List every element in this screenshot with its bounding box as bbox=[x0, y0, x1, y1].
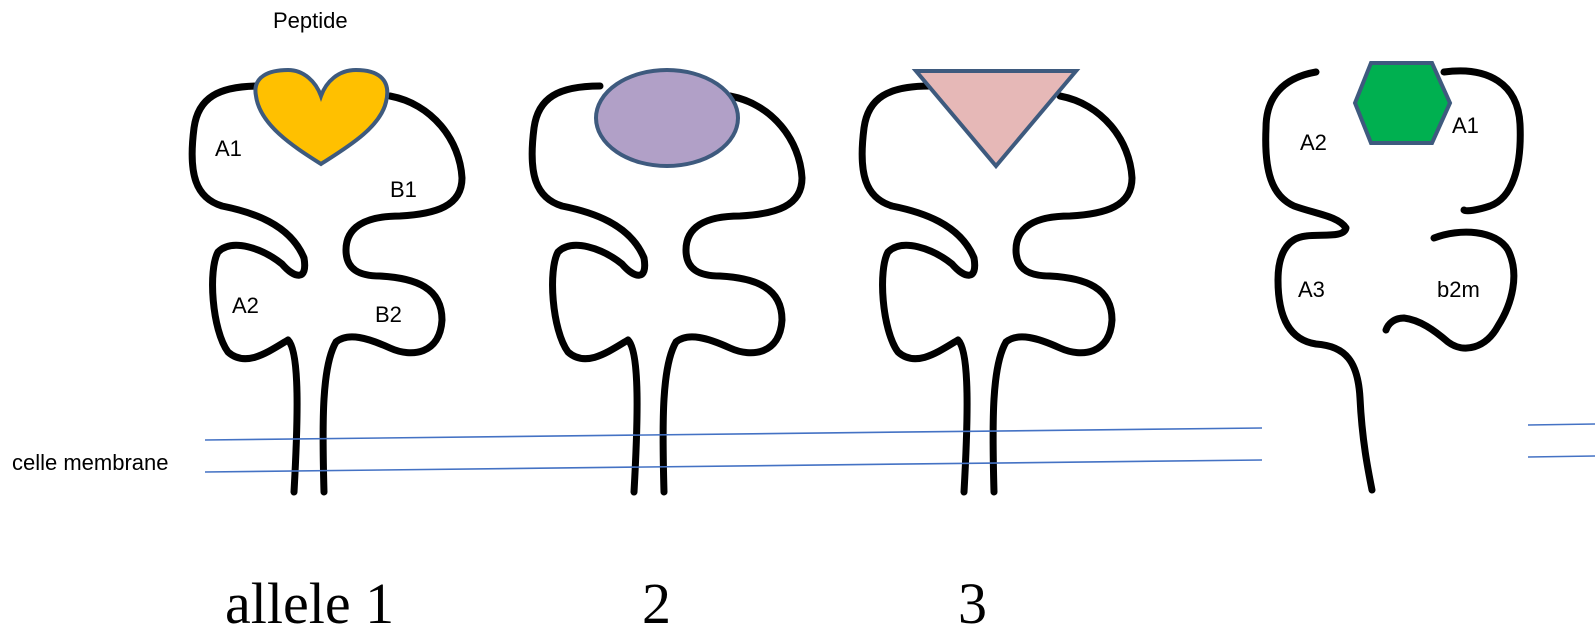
class-one-label-a2: A2 bbox=[1300, 130, 1327, 155]
cell-membrane bbox=[205, 424, 1595, 472]
heart-peptide-icon bbox=[255, 70, 387, 164]
domain-label-a2: A2 bbox=[232, 293, 259, 318]
membrane-bottom-line-right bbox=[1528, 456, 1595, 457]
membrane-label: celle membrane bbox=[12, 450, 169, 475]
caption-allele-1: allele 1 bbox=[225, 571, 394, 636]
caption-allele-2: 2 bbox=[642, 571, 671, 636]
domain-label-b2: B2 bbox=[375, 302, 402, 327]
class-one-label-a1: A1 bbox=[1452, 113, 1479, 138]
membrane-bottom-line bbox=[205, 460, 1262, 472]
domain-label-b1: B1 bbox=[390, 177, 417, 202]
ellipse-peptide-icon bbox=[596, 70, 738, 166]
peptide-label: Peptide bbox=[273, 8, 348, 33]
class-one-label-b2m: b2m bbox=[1437, 277, 1480, 302]
domain-label-a1: A1 bbox=[215, 136, 242, 161]
triangle-peptide-icon bbox=[916, 71, 1076, 166]
membrane-top-line bbox=[205, 428, 1262, 440]
caption-allele-3: 3 bbox=[958, 571, 987, 636]
membrane-top-line-right bbox=[1528, 424, 1595, 425]
class-one-label-a3: A3 bbox=[1298, 277, 1325, 302]
hexagon-peptide-icon bbox=[1355, 63, 1450, 143]
